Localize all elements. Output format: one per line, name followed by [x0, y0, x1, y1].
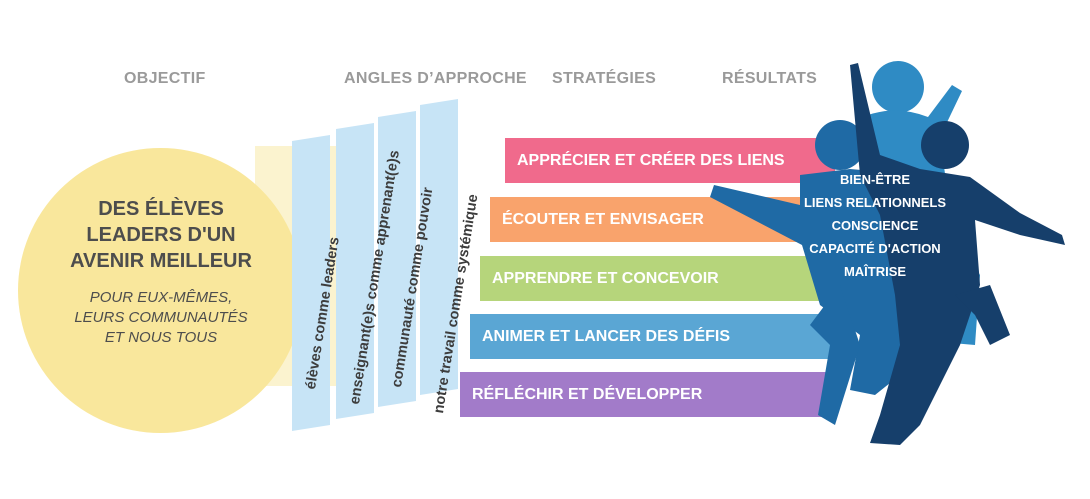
strategy-bar: APPRÉCIER ET CRÉER DES LIENS [505, 138, 835, 183]
goal-title-line: AVENIR MEILLEUR [70, 250, 252, 272]
strategy-bar: ANIMER ET LANCER DES DÉFIS [470, 314, 835, 359]
results-list: BIEN-ÊTRE LIENS RELATIONNELS CONSCIENCE … [800, 168, 950, 283]
strategy-bar: APPRENDRE ET CONCEVOIR [480, 256, 835, 301]
goal-subtitle-line: POUR EUX-MÊMES, [89, 289, 233, 306]
result-item: MAÎTRISE [843, 264, 907, 279]
goal-title-line: LEADERS D'UN [86, 224, 236, 246]
header-angles: ANGLES D’APPROCHE [344, 70, 527, 87]
goal-subtitle-line: LEURS COMMUNAUTÉS [74, 309, 248, 326]
result-item: BIEN-ÊTRE [839, 172, 911, 187]
result-item: CAPACITÉ D'ACTION [809, 241, 941, 256]
header-objectif: OBJECTIF [124, 70, 206, 87]
goal-circle [18, 148, 303, 433]
goal-subtitle-line: ET NOUS TOUS [104, 329, 218, 346]
figure-front [850, 63, 1065, 445]
header-resultats: RÉSULTATS [722, 70, 818, 87]
goal-title-line: DES ÉLÈVES [98, 198, 224, 220]
result-item: CONSCIENCE [831, 218, 919, 233]
goal-subtitle: POUR EUX-MÊMES, LEURS COMMUNAUTÉS ET NOU… [36, 288, 286, 348]
result-item: LIENS RELATIONNELS [803, 195, 947, 210]
goal-title: DES ÉLÈVES LEADERS D'UN AVENIR MEILLEUR [36, 196, 286, 274]
jumping-people-illustration [710, 61, 1065, 445]
strategy-bar: RÉFLÉCHIR ET DÉVELOPPER [460, 372, 835, 417]
header-strategies: STRATÉGIES [552, 70, 657, 87]
